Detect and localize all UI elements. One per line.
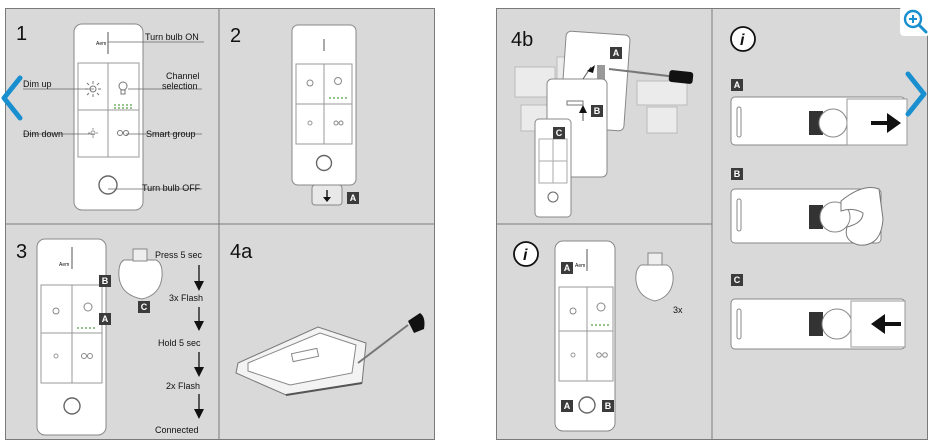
dim-down-label: Dim down [23, 129, 64, 139]
battery-replacement-diagram: i [730, 26, 908, 350]
step-2-cell: 2 A [220, 9, 434, 224]
tag-b: B [99, 275, 111, 287]
dim-up-label: Dim up [23, 79, 52, 89]
tag-a: A [347, 192, 359, 204]
step-3-cell: 3 Aem B A [6, 225, 219, 439]
zoom-button[interactable] [900, 6, 930, 36]
tag-b: B [731, 168, 743, 180]
info-diagram: i [513, 240, 674, 432]
tag-c: C [553, 127, 565, 139]
step-number: 3 [16, 241, 28, 263]
zoom-in-icon [903, 9, 928, 34]
pairing-diagram [36, 238, 204, 436]
tag-a: A [731, 79, 743, 91]
remote-battery-diagram [291, 24, 357, 206]
tag-c: C [138, 301, 150, 313]
step-4b-cell: 4b A B C [497, 9, 712, 224]
left-panel-grid [6, 9, 434, 439]
tag-a: A [99, 313, 111, 325]
chevron-right-icon[interactable] [903, 71, 929, 117]
chevron-left-icon[interactable] [0, 75, 24, 121]
hold-5-sec-label: Hold 5 sec [158, 338, 201, 348]
channel-selection-label-line2: selection [162, 81, 198, 91]
tag-a-top: A [561, 262, 573, 274]
step-number: 4b [511, 29, 534, 51]
connected-label: Connected [155, 425, 199, 435]
press-5-sec-label: Press 5 sec [155, 250, 203, 260]
step-number: 1 [16, 23, 28, 45]
svg-text:i: i [740, 32, 745, 49]
remote-brand: Aem [575, 263, 586, 269]
step-1-cell: 1 [6, 9, 219, 224]
battery-cover-diagram [514, 30, 694, 218]
remote-brand: Aem [96, 41, 107, 47]
step-number: 2 [230, 25, 242, 47]
tag-a: A [610, 47, 622, 59]
tag-b: B [591, 105, 603, 117]
info-icon: i [730, 26, 756, 52]
flash-2x-label: 2x Flash [166, 381, 201, 391]
info-pairing-cell: i A A B Aem 3x [497, 225, 712, 439]
smart-group-label: Smart group [146, 129, 196, 139]
remote-brand: Aem [59, 262, 70, 268]
left-panel: 1 [1, 8, 435, 440]
turn-on-label: Turn bulb ON [145, 32, 199, 42]
svg-text:i: i [523, 247, 528, 264]
channel-selection-label-line1: Channel [166, 71, 200, 81]
open-remote-diagram [235, 313, 425, 396]
info-battery-cell: i A B C [713, 9, 927, 439]
step-number: 4a [230, 241, 253, 263]
step-4a-cell: 4a [220, 225, 434, 439]
right-panel: 4b A B C [496, 8, 928, 440]
turn-off-label: Turn bulb OFF [142, 183, 201, 193]
flash-3x-label: 3x [673, 305, 683, 315]
tag-c: C [731, 274, 743, 286]
tag-b-bottom-right: B [602, 400, 614, 412]
info-icon: i [513, 241, 539, 267]
tag-a-bottom-left: A [561, 400, 573, 412]
remote-diagram [23, 23, 204, 211]
flash-3x-label: 3x Flash [169, 293, 204, 303]
right-panel-grid [497, 9, 713, 439]
